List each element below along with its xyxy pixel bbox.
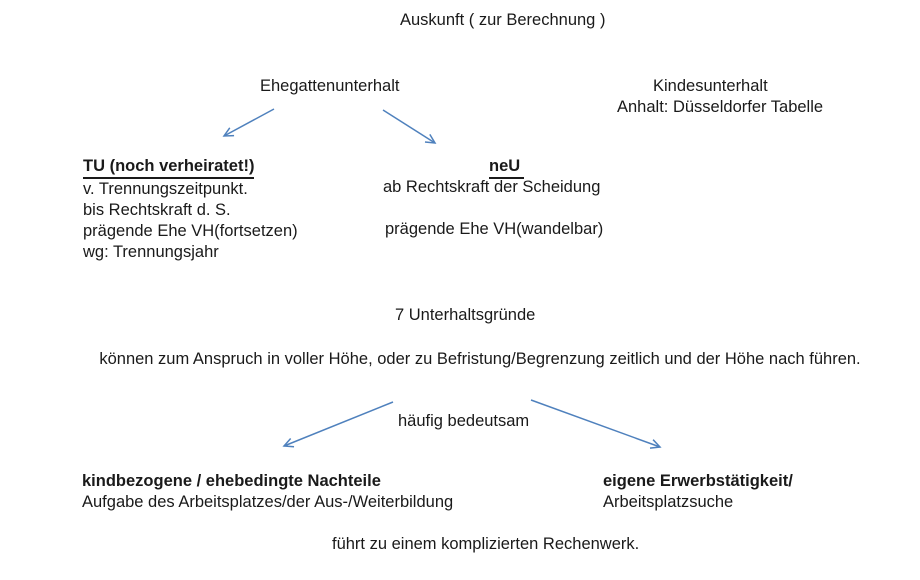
child-support-subheading: Anhalt: Düsseldorfer Tabelle xyxy=(617,98,824,116)
example-right-heading: eigene Erwerbstätigkeit/ xyxy=(603,472,793,490)
spousal-support-heading: Ehegattenunterhalt xyxy=(260,77,400,95)
example-left-detail: Aufgabe des Arbeitsplatzes/der Aus-/Weit… xyxy=(82,493,454,511)
arrow-spousal-to-divorced xyxy=(382,109,437,144)
grounds-paragraph: können zum Anspruch in voller Höhe, oder… xyxy=(99,350,861,368)
example-right: eigene Erwerbstätigkeit/ Arbeitsplatzsuc… xyxy=(603,471,793,513)
divorced-line-1: ab Rechtskraft der Scheidung xyxy=(383,178,601,196)
example-left: kindbezogene / ehebedingte Nachteile Auf… xyxy=(82,471,453,513)
grounds-heading: 7 Unterhaltsgründe xyxy=(395,306,536,324)
example-left-heading: kindbezogene / ehebedingte Nachteile xyxy=(82,472,381,490)
footer-note: führt zu einem komplizierten Rechenwerk. xyxy=(332,535,640,553)
divorced-line-2: prägende Ehe VH(wandelbar) xyxy=(385,220,604,238)
separated-line: bis Rechtskraft d. S. xyxy=(83,201,231,219)
separated-line: prägende Ehe VH(fortsetzen) xyxy=(83,222,298,240)
child-support-heading: Kindesunterhalt xyxy=(653,77,768,95)
grounds-note: häufig bedeutsam xyxy=(398,412,530,430)
arrow-note-to-right-example xyxy=(530,399,662,449)
separated-heading: TU (noch verheiratet!) xyxy=(83,156,255,179)
arrow-spousal-to-separated xyxy=(222,108,275,137)
divorced-heading: neU xyxy=(489,156,525,179)
separated-line: v. Trennungszeitpunkt. xyxy=(83,180,248,198)
separated-branch: TU (noch verheiratet!) v. Trennungszeitp… xyxy=(83,156,298,263)
arrow-note-to-left-example xyxy=(282,401,394,448)
page-title: Auskunft ( zur Berechnung ) xyxy=(400,11,606,29)
separated-line: wg: Trennungsjahr xyxy=(83,243,219,261)
example-right-detail: Arbeitsplatzsuche xyxy=(603,493,734,511)
